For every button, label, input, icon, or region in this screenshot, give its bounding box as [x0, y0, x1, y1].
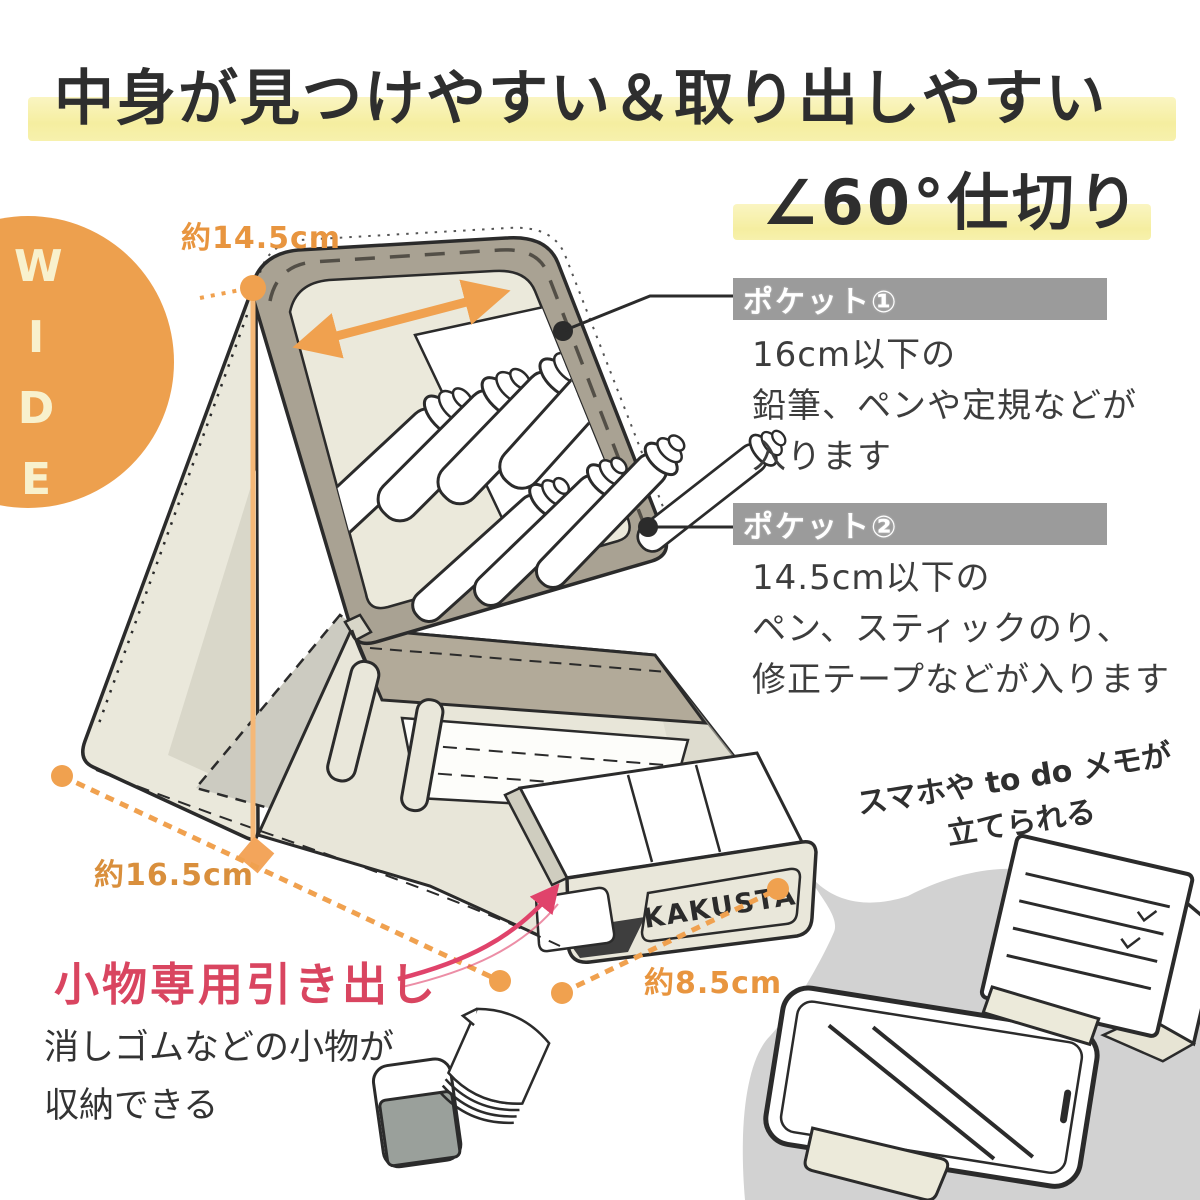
- wide-badge-label: W I D E: [14, 231, 63, 515]
- pocket1-line: 16cm以下の: [752, 335, 957, 375]
- headline: 中身が見つけやすい＆取り出しやすい: [54, 50, 1174, 140]
- drawer-note-line: 収納できる: [44, 1086, 219, 1126]
- pocket1-line: 鉛筆、ペンや定規などが: [752, 386, 1137, 426]
- pocket1-label-bar: ポケット①: [733, 278, 1107, 320]
- wide-letter-w: W: [14, 241, 63, 292]
- pocket2-line: 修正テープなどが入ります: [752, 660, 1170, 700]
- measure-label-bottom: 約8.5cm: [644, 966, 783, 1001]
- headline-highlight: [28, 97, 1176, 141]
- bottom-seam: [95, 769, 561, 947]
- zipper-pulls: [326, 613, 445, 813]
- sticky-notes-illustration: [438, 1007, 551, 1125]
- brand-plate: [640, 867, 802, 943]
- smartphone-illustration: [763, 985, 1100, 1200]
- pocket2-label: ポケット②: [743, 510, 899, 545]
- subheadline-highlight: [733, 204, 1151, 240]
- pocket2-label-bar: ポケット②: [733, 503, 1107, 545]
- width-measure-line: [560, 886, 780, 996]
- wide-letter-i: I: [27, 312, 45, 363]
- drawer-note-line: 消しゴムなどの小物が: [44, 1028, 395, 1068]
- wide-letter-e: E: [20, 454, 52, 505]
- wide-letter-d: D: [17, 383, 55, 434]
- measurement-annotations: [51, 275, 789, 1004]
- headline-text: 中身が見つけやすい＆取り出しやすい: [54, 64, 1108, 134]
- depth-measure-line: [60, 773, 502, 984]
- pocket2-connector: [638, 517, 733, 537]
- width-arrow: [292, 279, 511, 359]
- measure-dot-top: [240, 275, 266, 301]
- pocket2-description: 14.5cm以下の ペン、スティックのり、 修正テープなどが入ります: [752, 553, 1172, 706]
- pocket2-line: 14.5cm以下の: [752, 558, 991, 598]
- pocket1-connector: [553, 294, 733, 341]
- drawer-unit: KAKUSTA: [503, 751, 818, 964]
- pocket1-label: ポケット①: [743, 285, 899, 320]
- measure-label-top: 約14.5cm: [181, 221, 342, 256]
- subheadline-text: ∠60°仕切り: [762, 166, 1142, 239]
- drawer-arrow: [397, 883, 560, 982]
- drawer-arrow-echo: [401, 903, 559, 988]
- measure-label-depth: 約16.5cm: [94, 858, 255, 893]
- drawer-note-description: 消しゴムなどの小物が 収納できる: [44, 1019, 394, 1135]
- pocket1-description: 16cm以下の 鉛筆、ペンや定規などが 入ります: [752, 330, 1172, 483]
- drawer-note-title: 小物専用引き出し: [54, 958, 439, 1011]
- pocket1-line: 入ります: [752, 437, 892, 477]
- pocket2-line: ペン、スティックのり、: [752, 609, 1132, 649]
- memo-stand-illustration: [979, 834, 1200, 1063]
- subheadline: ∠60°仕切り: [762, 152, 1142, 242]
- phone-stand-lip: [803, 1126, 950, 1200]
